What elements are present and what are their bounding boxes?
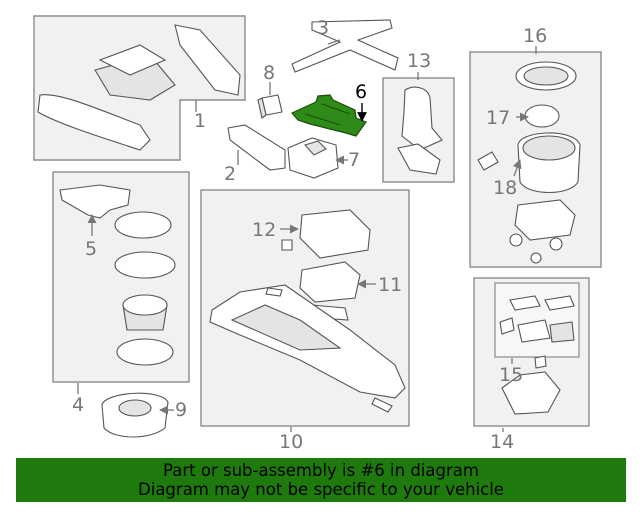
group-1-instrument-panel [33,15,246,161]
part-9-knob [101,392,169,438]
part-7-shifter-base [287,137,339,179]
callout-12: 12 [252,219,276,241]
callout-18: 18 [493,177,517,199]
callout-3: 3 [317,17,329,39]
callout-8: 8 [263,62,275,84]
group-14-box [473,277,590,427]
notice-banner: Part or sub-assembly is #6 in diagram Di… [16,458,626,502]
callout-2: 2 [224,163,236,185]
callout-11: 11 [378,274,402,296]
callout-10: 10 [279,431,303,453]
callout-15: 15 [499,364,523,386]
callout-9: 9 [175,399,187,421]
leader-lines [77,39,537,432]
callout-labels: 1 2 3 4 5 6 7 8 9 10 11 12 13 14 15 16 1… [72,17,547,453]
banner-line-2: Diagram may not be specific to your vehi… [138,480,504,499]
part-3-bezel [291,19,399,73]
callout-14: 14 [490,431,514,453]
part-2-bracket [227,124,286,171]
callout-17: 17 [486,107,510,129]
group-16-box [469,51,602,268]
group-4-box [52,171,190,383]
parts-diagram: 1 2 3 4 5 6 7 8 9 10 11 12 13 14 15 16 1… [33,15,602,453]
callout-4: 4 [72,394,84,416]
callout-5: 5 [85,238,97,260]
group-13-box [382,77,455,183]
banner-line-1: Part or sub-assembly is #6 in diagram [163,461,479,480]
callout-16: 16 [523,25,547,47]
callout-6: 6 [355,81,367,103]
callout-7: 7 [348,149,360,171]
group-10-box [200,189,410,427]
callout-13: 13 [407,50,431,72]
callout-1: 1 [194,110,206,132]
part-8-switch [257,94,283,119]
